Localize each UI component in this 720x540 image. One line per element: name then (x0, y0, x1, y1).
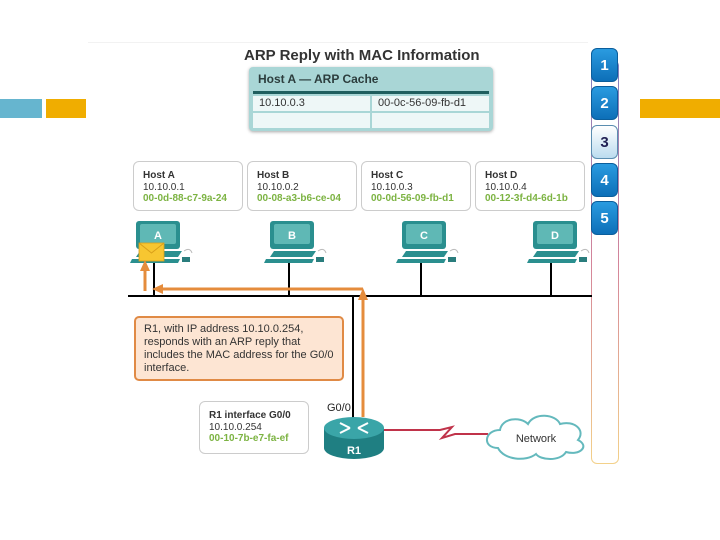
pc-a-icon: A (129, 220, 193, 264)
arp-cell-mac (372, 113, 489, 128)
arrow-left-head (152, 284, 163, 294)
router-interface-info: R1 interface G0/0 10.10.0.254 00-10-7b-e… (199, 401, 309, 454)
pc-c-icon: C (395, 220, 459, 264)
arrow-up-head-host-a (140, 260, 150, 271)
pc-b-icon: B (263, 220, 327, 264)
step-button-5[interactable]: 5 (591, 201, 618, 235)
pc-c-label: C (420, 230, 428, 242)
router-ip: 10.10.0.254 (209, 421, 262, 433)
host-mac: 00-0d-88-c7-9a-24 (143, 193, 227, 204)
arp-reply-path (143, 268, 365, 417)
host-name: Host D (485, 170, 518, 181)
arp-cell-ip: 10.10.0.3 (253, 96, 370, 111)
step-button-1[interactable]: 1 (591, 48, 618, 82)
host-d-info: Host D 10.10.0.4 00-12-3f-d4-6d-1b (475, 161, 585, 211)
router-label: R1 (347, 445, 361, 457)
host-mac: 00-12-3f-d4-6d-1b (485, 193, 568, 204)
host-ip: 10.10.0.1 (143, 181, 185, 193)
arp-cell-mac: 00-0c-56-09-fb-d1 (372, 96, 489, 111)
host-ip: 10.10.0.3 (371, 181, 413, 193)
host-name: Host B (257, 170, 290, 181)
arrow-up-head (358, 288, 368, 300)
pc-d-label: D (551, 230, 559, 242)
host-c-info: Host C 10.10.0.3 00-0d-56-09-fb-d1 (361, 161, 471, 211)
top-divider (88, 42, 588, 43)
router-mac: 00-10-7b-e7-fa-ef (209, 433, 289, 444)
step-button-2[interactable]: 2 (591, 86, 618, 120)
host-ip: 10.10.0.2 (257, 181, 299, 193)
pc-d-icon: D (526, 220, 590, 264)
decor-bar-gold-left (46, 99, 86, 118)
arp-cell-ip (253, 113, 370, 128)
serial-link (384, 425, 488, 441)
host-mac: 00-0d-56-09-fb-d1 (371, 193, 454, 204)
step-button-4[interactable]: 4 (591, 163, 618, 197)
arp-cache-header-rule (253, 91, 489, 94)
pc-a-label: A (154, 230, 162, 242)
diagram-title: ARP Reply with MAC Information (244, 47, 480, 64)
network-cloud-icon: Network (486, 414, 585, 460)
arp-cache-table: Host A — ARP Cache 10.10.0.3 00-0c-56-09… (249, 67, 493, 131)
arp-cache-heading: Host A — ARP Cache (258, 72, 379, 86)
decor-bar-gold-right (640, 99, 720, 118)
host-a-info: Host A 10.10.0.1 00-0d-88-c7-9a-24 (133, 161, 243, 211)
router-r1-icon: R1 (324, 417, 384, 459)
host-mac: 00-08-a3-b6-ce-04 (257, 193, 341, 204)
step-button-3[interactable]: 3 (591, 125, 618, 159)
step-description-callout: R1, with IP address 10.10.0.254, respond… (134, 316, 344, 381)
router-box-title: R1 interface G0/0 (209, 410, 291, 421)
pc-b-label: B (288, 230, 296, 242)
host-b-info: Host B 10.10.0.2 00-08-a3-b6-ce-04 (247, 161, 357, 211)
host-ip: 10.10.0.4 (485, 181, 527, 193)
decor-bar-blue (0, 99, 42, 118)
interface-label: G0/0 (327, 402, 351, 414)
host-name: Host A (143, 170, 175, 181)
envelope-icon (138, 242, 165, 262)
host-name: Host C (371, 170, 404, 181)
network-label: Network (516, 433, 557, 445)
